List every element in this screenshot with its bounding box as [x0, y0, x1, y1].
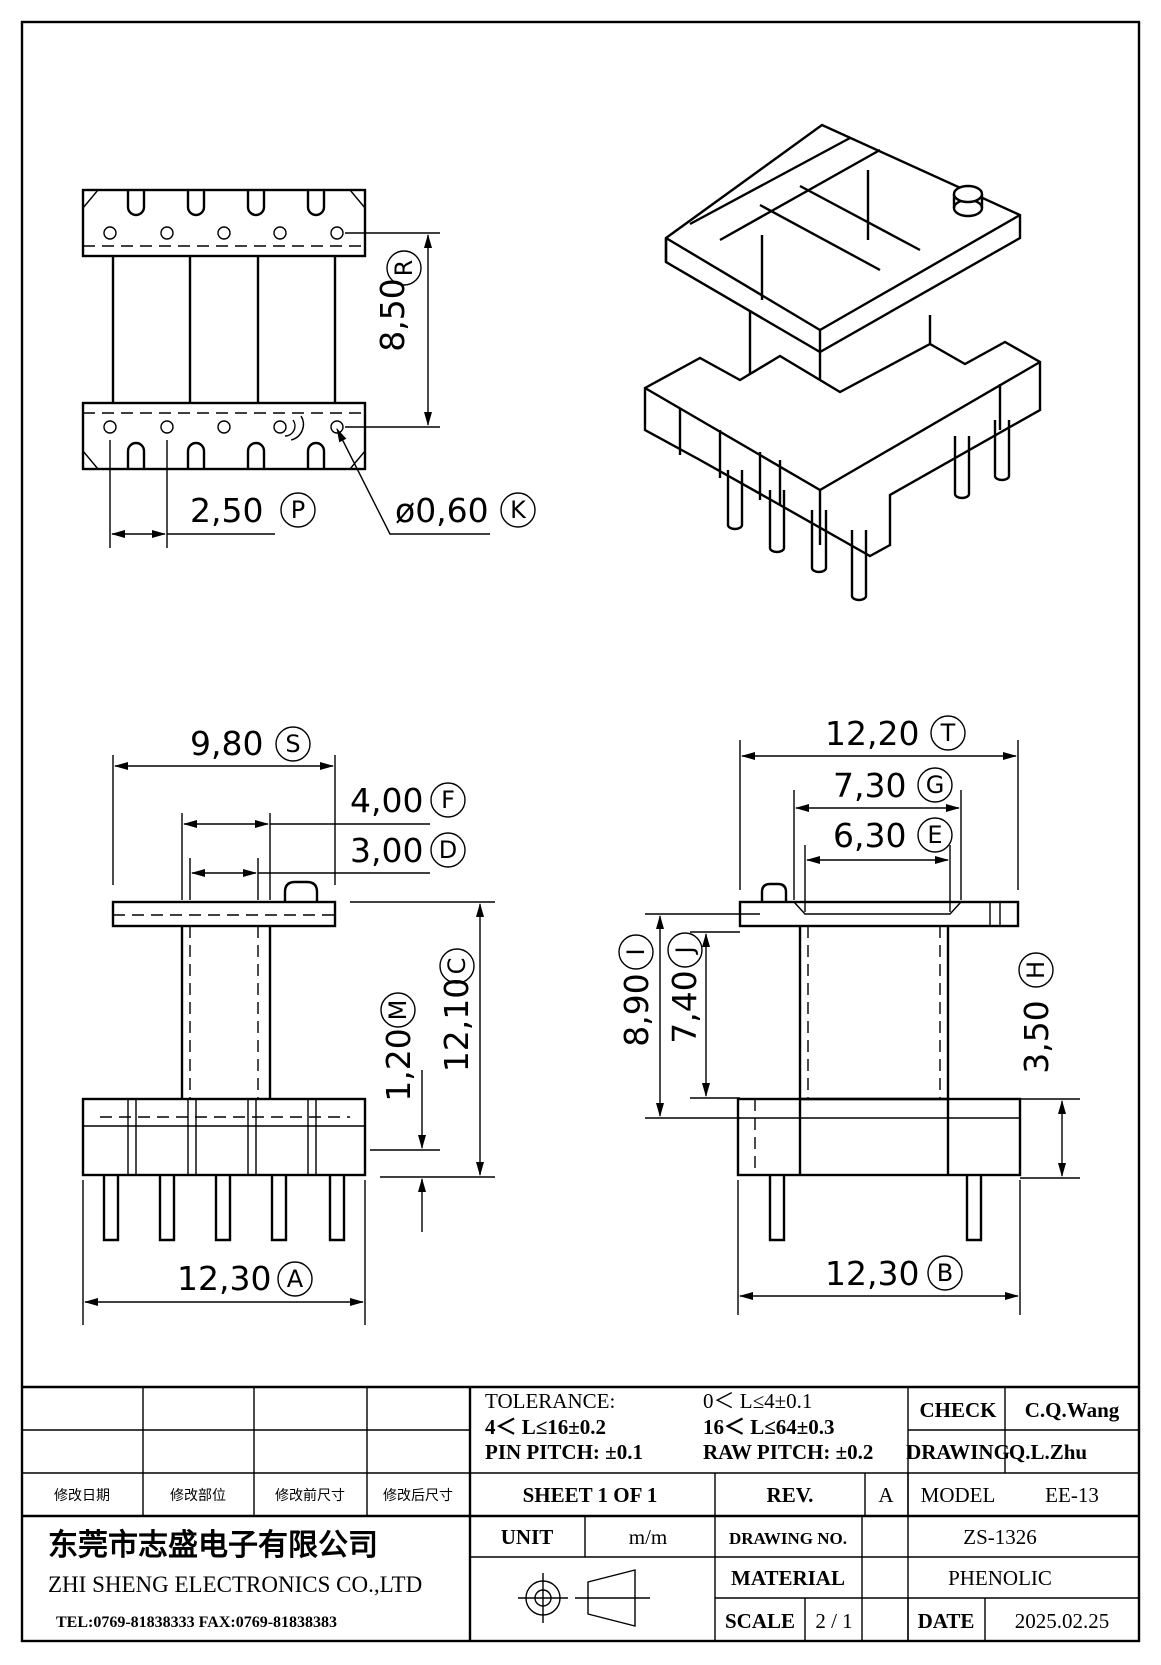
rev-header-part: 修改部位	[170, 1488, 226, 1504]
pin-pitch: PIN PITCH: ±0.1	[485, 1440, 643, 1464]
dim-value-i: 8,90	[617, 973, 656, 1046]
date-label: DATE	[918, 1609, 975, 1633]
material-value: PHENOLIC	[948, 1566, 1052, 1590]
dim-value-m: 1,20	[379, 1028, 418, 1101]
dim-value-s: 9,80	[190, 724, 263, 763]
dim-tag-s: S	[285, 730, 300, 758]
top-view	[81, 188, 490, 548]
raw-pitch: RAW PITCH: ±0.2	[703, 1440, 873, 1464]
dim-value-f: 4,00	[350, 781, 423, 820]
scale-value: 2 / 1	[815, 1609, 852, 1633]
dim-tag-r: R	[390, 260, 418, 277]
dim-tag-p: P	[291, 496, 305, 524]
isometric-view	[643, 123, 1042, 602]
dim-tag-k: K	[510, 496, 527, 524]
dim-tag-i: I	[622, 948, 650, 955]
tolerance-line1: 0＜ L≤4±0.1	[703, 1389, 812, 1413]
dim-value-a: 12,30	[177, 1259, 271, 1298]
material-label: MATERIAL	[731, 1566, 845, 1590]
unit-label: UNIT	[501, 1525, 554, 1549]
company-contact: TEL:0769-81838333 FAX:0769-81838383	[56, 1614, 337, 1631]
dim-value-g: 7,30	[833, 766, 906, 805]
check-label: CHECK	[919, 1398, 997, 1422]
dim-tag-b: B	[937, 1259, 953, 1287]
dim-tag-c: C	[443, 958, 471, 975]
dim-value-r: 8,50	[373, 278, 412, 351]
dim-value-d: 3,00	[350, 831, 423, 870]
dim-value-h: 3,50	[1017, 1000, 1056, 1073]
tolerance-line2b: 16＜ L≤64±0.3	[703, 1415, 835, 1439]
dimension-labels: 8,50 R 2,50 P ø0,60 K 9,80 S 4,00 F 3,00…	[177, 250, 1056, 1298]
sheet-border	[20, 20, 1141, 1643]
company-name-cn: 东莞市志盛电子有限公司	[48, 1528, 378, 1563]
third-angle-projection-icon	[518, 1569, 650, 1627]
front-view	[81, 755, 495, 1325]
dim-tag-g: G	[926, 771, 945, 799]
drawing-label: DRAWING	[906, 1440, 1010, 1464]
rev-header-before: 修改前尺寸	[275, 1487, 345, 1504]
check-value: C.Q.Wang	[1025, 1398, 1120, 1422]
dim-value-p: 2,50	[190, 491, 263, 530]
side-view	[645, 740, 1080, 1315]
dim-tag-t: T	[940, 719, 956, 747]
dim-tag-f: F	[441, 786, 455, 814]
dim-tag-m: M	[384, 1000, 412, 1021]
company-name-en: ZHI SHENG ELECTRONICS CO.,LTD	[48, 1572, 422, 1597]
dim-value-e: 6,30	[833, 816, 906, 855]
drawing-no-value: ZS-1326	[963, 1525, 1037, 1549]
model-value: EE-13	[1045, 1483, 1099, 1507]
dim-tag-e: E	[927, 821, 942, 849]
date-value: 2025.02.25	[1015, 1609, 1110, 1633]
drawing-no-label: DRAWING NO.	[729, 1529, 847, 1548]
sheet-label: SHEET 1 OF 1	[523, 1483, 658, 1507]
rev-header-after: 修改后尺寸	[383, 1488, 453, 1504]
rev-value: A	[878, 1483, 894, 1507]
dim-value-b: 12,30	[825, 1254, 919, 1293]
rev-header-date: 修改日期	[54, 1488, 110, 1504]
dim-value-k: ø0,60	[395, 491, 489, 530]
rev-label: REV.	[767, 1483, 814, 1507]
dim-value-c: 12,10	[437, 978, 476, 1072]
dim-value-t: 12,20	[825, 714, 919, 753]
dim-value-j: 7,40	[665, 970, 704, 1043]
drawing-value: Q.L.Zhu	[1009, 1440, 1088, 1464]
unit-value: m/m	[629, 1525, 668, 1549]
tolerance-line2a: 4＜ L≤16±0.2	[485, 1415, 606, 1439]
title-block: 修改日期 修改部位 修改前尺寸 修改后尺寸 TOLERANCE: 0＜ L≤4±…	[22, 1385, 1139, 1641]
tolerance-label: TOLERANCE:	[485, 1389, 615, 1413]
scale-label: SCALE	[725, 1609, 795, 1633]
dim-tag-d: D	[439, 836, 457, 864]
dim-tag-h: H	[1022, 961, 1050, 979]
dim-tag-a: A	[287, 1265, 304, 1293]
model-label: MODEL	[921, 1483, 996, 1507]
dim-tag-j: J	[671, 946, 699, 955]
